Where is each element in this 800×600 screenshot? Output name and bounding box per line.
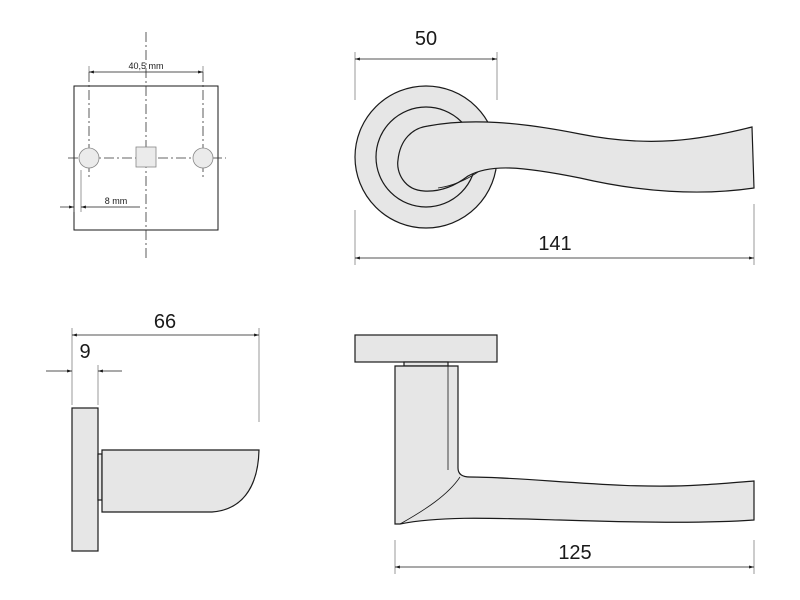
hole-offset-label: 8 mm <box>105 196 128 206</box>
spindle-square <box>135 146 157 168</box>
lever-front-view: 50 141 <box>354 28 755 265</box>
lever-reach-label: 125 <box>558 542 591 564</box>
right-screw-hole <box>192 147 214 169</box>
rose-thickness-label: 9 <box>79 341 90 363</box>
lever-top-view: 125 <box>354 334 755 574</box>
top-handle <box>394 365 755 525</box>
projection-label: 66 <box>154 311 176 333</box>
side-handle-profile <box>101 449 260 513</box>
lever-side-view: 66 9 <box>46 311 260 552</box>
side-rose-plate <box>71 407 99 552</box>
hole-spacing-label: 40,5 mm <box>128 61 163 71</box>
left-screw-hole <box>78 147 100 169</box>
lever-length-label: 141 <box>538 233 571 255</box>
rose-back-view: 40,5 mm 8 mm <box>60 32 226 258</box>
rose-diameter-label: 50 <box>415 28 437 50</box>
top-rose-plate <box>354 334 498 363</box>
lever-arm <box>397 121 755 193</box>
